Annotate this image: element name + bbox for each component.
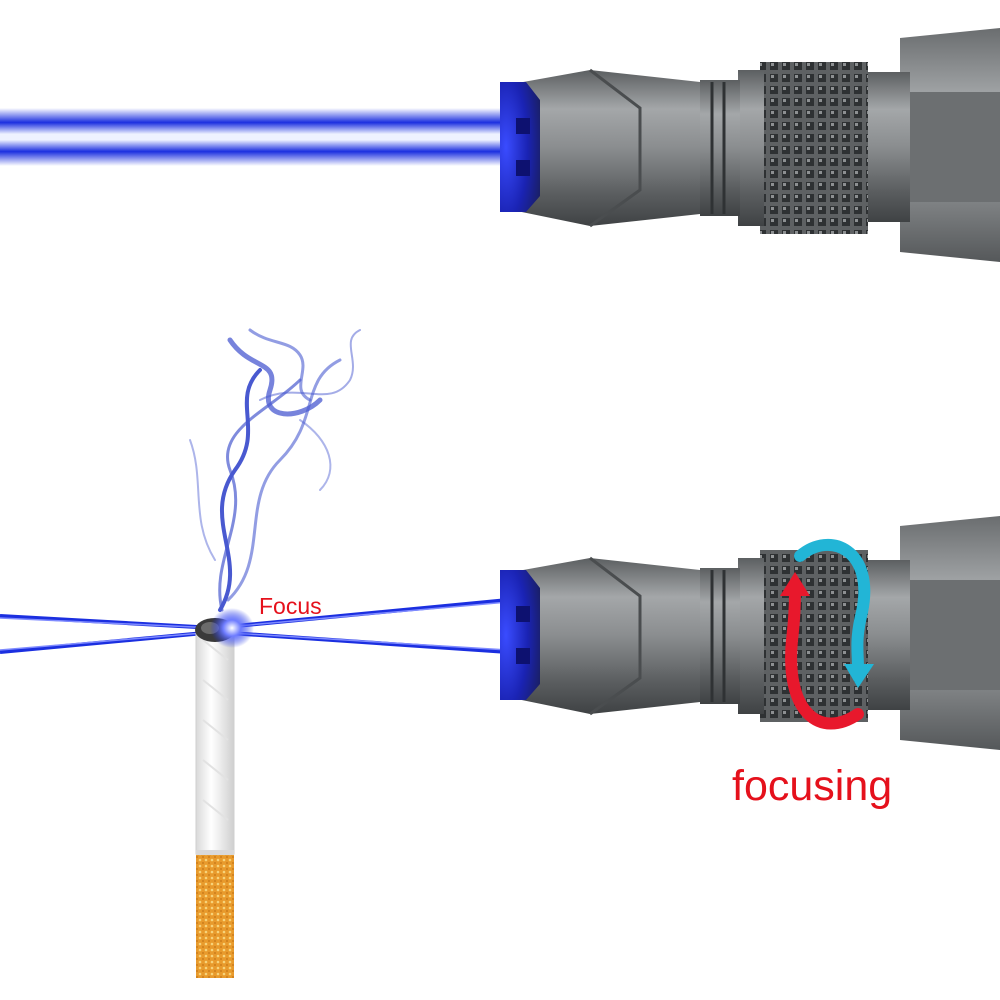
focusing-label: focusing — [732, 762, 893, 810]
laser-pointer-bottom — [500, 516, 1000, 750]
cigarette — [195, 608, 254, 978]
focused-laser-beams — [0, 598, 509, 654]
rotate-arrow-cyan-icon — [794, 538, 874, 688]
smoke — [189, 328, 361, 612]
laser-pointer-top — [500, 28, 1000, 262]
rotate-arrow-red-icon — [780, 572, 864, 730]
straight-laser-beam — [0, 108, 508, 166]
focus-label: Focus — [259, 593, 322, 619]
